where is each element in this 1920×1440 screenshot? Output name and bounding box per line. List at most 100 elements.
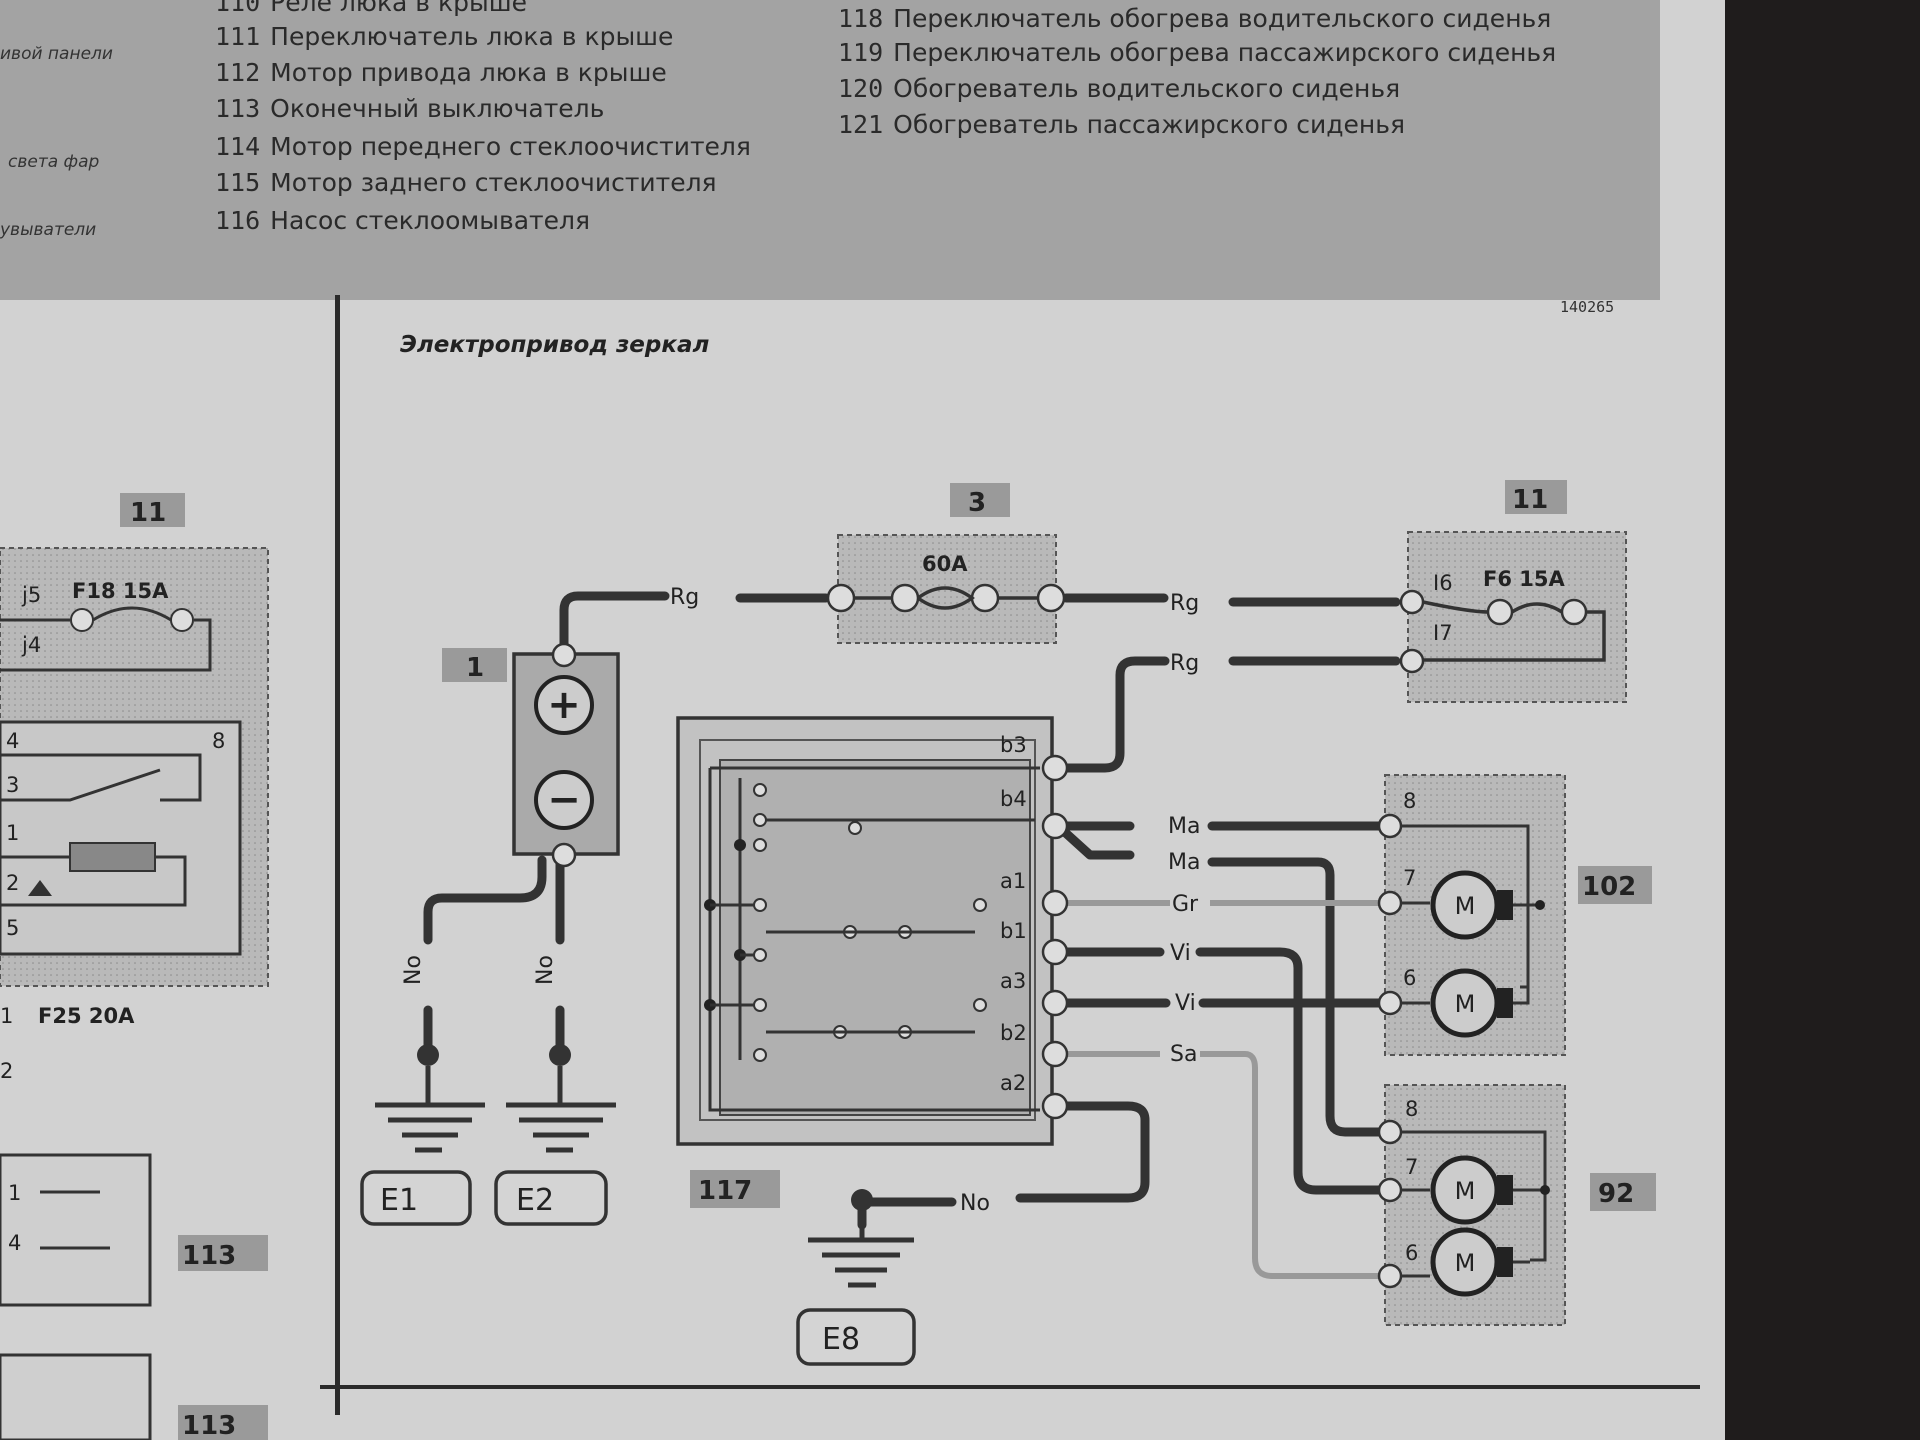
left-partial-diagram: 11 j5 j4 F18 15A 4 8 3 1 2 5 1 F25 20A 2… [0,493,269,1440]
switch-pins [1041,754,1069,1120]
legend-fragment: увыватели [0,220,97,240]
tag-113-label: 113 [182,1241,236,1271]
wire-label: Gr [1172,892,1199,917]
pin-label: 8 [1405,1097,1418,1121]
wire-vi [1195,947,1391,1195]
fuse-box-11 [1407,531,1627,703]
diode [28,880,52,896]
fuse-f6 [1399,589,1606,674]
mirror-left: M M [1377,1084,1566,1326]
tag-113 [178,1235,268,1271]
diagram-title: Электропривод зеркал [400,332,710,358]
relay-box [0,720,242,956]
pin-label: 1 [6,821,19,845]
pin-label: b2 [1000,1021,1027,1045]
tag-mirror-left [1590,1173,1656,1211]
pin-label: a1 [1000,869,1026,893]
fuse-60a [826,583,1066,613]
ground-label: E1 [380,1183,418,1218]
fuse-terminal [70,608,94,632]
wire-label: Rg [670,585,699,610]
ground-label: E2 [516,1183,554,1218]
ground-label: E8 [822,1322,860,1357]
pin-label: j5 [21,583,41,607]
wire-rg [559,591,670,655]
pin-label: j4 [21,633,41,657]
relay-contact [0,753,202,802]
wire-label: Ma [1168,850,1200,875]
mirror-switch [676,716,1054,1146]
wire-label: Rg [1170,651,1199,676]
pin-label: 7 [1403,866,1416,890]
battery: + − [512,642,620,868]
tag-main-fuse-box-label: 3 [968,488,986,518]
component-box [0,1353,152,1440]
fuse-label: F25 20A [38,1004,135,1028]
wire-label: Sa [1170,1042,1197,1067]
minus-sign: − [547,777,581,823]
pin-label: 5 [6,916,19,940]
background-surface [1725,0,1920,1440]
fuse-label: F18 15A [72,579,169,603]
tag-battery [442,648,507,682]
legend-panel [0,0,1660,300]
ground-e1: E1 [360,1044,485,1226]
tag-mirror-right-label: 102 [1582,872,1636,902]
fuse-label: 60A [922,552,968,576]
battery-plus-terminal [534,675,594,735]
pin-label: b4 [1000,787,1027,811]
wire-no [857,1197,957,1230]
wire-label: Ma [1168,814,1200,839]
wire-label: Vi [1170,941,1191,966]
fuse-label: F6 15A [1483,567,1565,591]
tag-switch [690,1170,780,1208]
pin-label: 1 [0,1004,13,1028]
fuse-terminal [170,608,194,632]
wire-ma [1053,821,1135,860]
fuse-element [92,606,172,622]
pin-label: b1 [1000,919,1027,943]
legend-fragment: ивой панели [0,44,113,64]
wire-label: Vi [1175,991,1196,1016]
tag-battery-label: 1 [466,653,484,683]
column-divider [335,295,340,1415]
wire-label: No [960,1191,990,1216]
pin-label: 3 [6,773,19,797]
wire [0,618,212,672]
wire-sa [1200,1051,1386,1279]
pin-label: 2 [0,1059,13,1083]
plus-sign: + [547,682,581,728]
tag-left-fuse-box [120,493,185,527]
tag-fuse-box-label: 11 [1512,485,1548,515]
ground-e8: E8 [796,1189,916,1366]
pin-label: 4 [6,729,19,753]
legend-fragment: света фар [8,152,100,172]
pin-label: I7 [1433,621,1453,645]
pin-label: 2 [6,871,19,895]
figure-code: 140265 [1560,298,1615,316]
pin-label: 6 [1405,1241,1418,1265]
tag-left-fuse-box-label: 11 [130,498,166,528]
signal-wires [1058,900,1386,1279]
relay-coil [69,842,156,872]
tag-fuse-box [1505,480,1567,514]
component-box [0,1153,152,1307]
tag-main-fuse-box [950,483,1010,517]
wire-ground [423,855,547,945]
ground-e2: E2 [494,1044,616,1226]
mirror-right: M M [1377,774,1566,1056]
pin-label: 8 [1403,789,1416,813]
battery-minus-terminal [534,770,594,830]
pin-label: 4 [8,1231,21,1255]
pin-label: I6 [1433,571,1453,595]
pin-label: 1 [8,1181,21,1205]
